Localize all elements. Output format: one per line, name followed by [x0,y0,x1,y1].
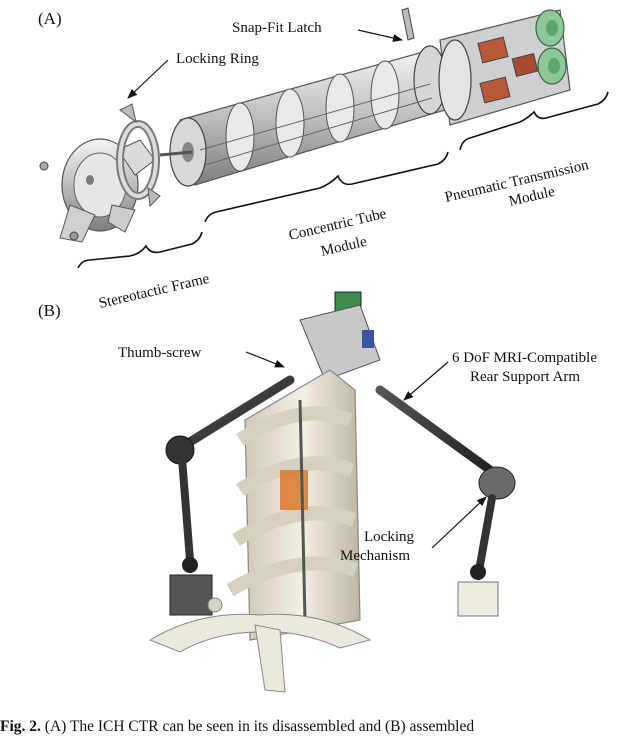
panel-b: (B) [38,291,597,693]
label-arm-line1: 6 DoF MRI-Compatible [452,350,597,366]
concentric-tube-illustration [159,7,447,187]
panel-b-letter: (B) [38,301,61,320]
label-thumb-screw: Thumb-screw [118,345,201,361]
arrow-locking-mechanism [431,496,487,549]
brace-stereotactic [77,231,203,269]
label-arm-line2: Rear Support Arm [470,369,580,385]
brace-pneumatic [459,91,609,151]
label-locking-line1: Locking [364,529,414,545]
arrow-snap-fit-latch [357,29,403,42]
label-snap-fit-latch: Snap-Fit Latch [232,20,322,36]
panel-a-letter: (A) [38,9,62,28]
stereotactic-frame-illustration [39,138,156,243]
locking-ring-illustration [116,103,161,208]
figure-caption: Fig. 2. (A) The ICH CTR can be seen in i… [0,717,640,737]
arrow-support-arm [403,361,449,401]
arrow-locking-ring [127,59,169,99]
label-stereotactic-frame: Stereotactic Frame [97,271,211,312]
label-concentric-line2: Module [319,234,368,260]
robot-body-illustration [148,291,381,693]
pneumatic-module-illustration [438,9,571,126]
label-locking-ring: Locking Ring [176,51,259,67]
support-arms-illustration [165,375,516,617]
label-locking-line2: Mechanism [340,548,410,564]
arrow-thumb-screw [245,351,285,368]
brace-concentric [204,151,449,223]
caption-prefix: Fig. 2. [0,718,41,735]
caption-text: (A) The ICH CTR can be seen in its disas… [40,718,475,735]
label-concentric-line1: Concentric Tube [287,206,388,244]
panel-a: (A) [38,7,609,312]
